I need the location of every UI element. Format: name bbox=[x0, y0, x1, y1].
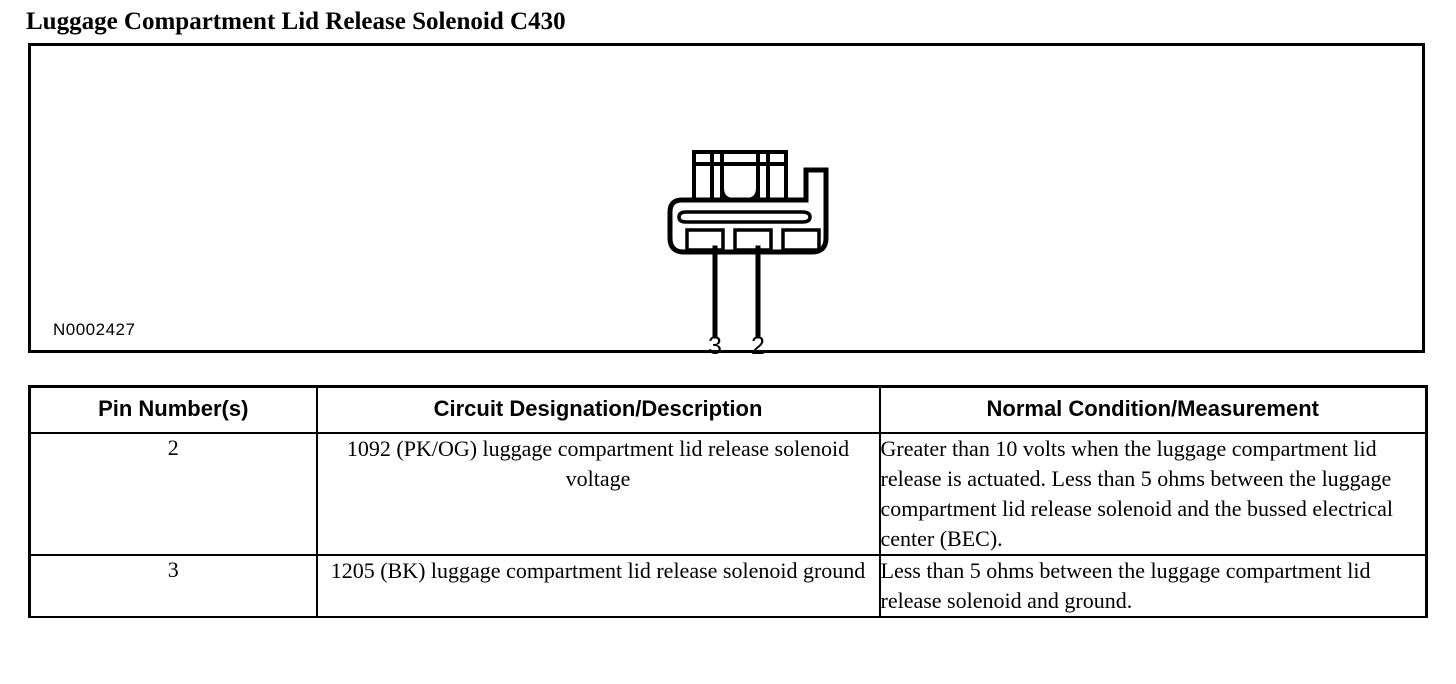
pin-callout-right: 2 bbox=[751, 332, 765, 360]
column-header-pin-number: Pin Number(s) bbox=[28, 385, 318, 434]
diagram-reference-id: N0002427 bbox=[53, 320, 136, 339]
terminal-cavity-1 bbox=[781, 228, 821, 252]
table-row: 2 1092 (PK/OG) luggage compartment lid r… bbox=[28, 432, 1428, 556]
table-header-row: Pin Number(s) Circuit Designation/Descri… bbox=[28, 385, 1428, 434]
connector-latch-tab bbox=[692, 150, 788, 202]
pin-callout-group: 3 2 bbox=[679, 331, 809, 365]
page-title: Luggage Compartment Lid Release Solenoid… bbox=[26, 8, 566, 35]
connector-body-outline bbox=[667, 167, 829, 255]
cell-description: 1205 (BK) luggage compartment lid releas… bbox=[315, 554, 881, 618]
terminal-cavities bbox=[685, 228, 821, 252]
cell-measurement: Less than 5 ohms between the luggage com… bbox=[878, 554, 1428, 618]
column-header-normal-cond: Normal Condition/Measurement bbox=[878, 385, 1428, 434]
table-row: 3 1205 (BK) luggage compartment lid rele… bbox=[28, 554, 1428, 618]
terminal-cavity-2 bbox=[733, 228, 773, 252]
terminal-cavity-3 bbox=[685, 228, 725, 252]
column-header-circuit-desc: Circuit Designation/Description bbox=[315, 385, 881, 434]
cell-description: 1092 (PK/OG) luggage compartment lid rel… bbox=[315, 432, 881, 556]
connector-diagram-panel: 3 2 N0002427 bbox=[28, 43, 1425, 360]
cell-measurement: Greater than 10 volts when the luggage c… bbox=[878, 432, 1428, 556]
connector-illustration bbox=[626, 96, 866, 346]
wire-leads bbox=[712, 245, 761, 339]
pin-specification-table: Pin Number(s) Circuit Designation/Descri… bbox=[28, 385, 1428, 618]
cell-pin-number: 2 bbox=[28, 432, 318, 556]
cell-pin-number: 3 bbox=[28, 554, 318, 618]
connector-seal-rail bbox=[677, 210, 812, 224]
pin-callout-left: 3 bbox=[708, 332, 722, 360]
